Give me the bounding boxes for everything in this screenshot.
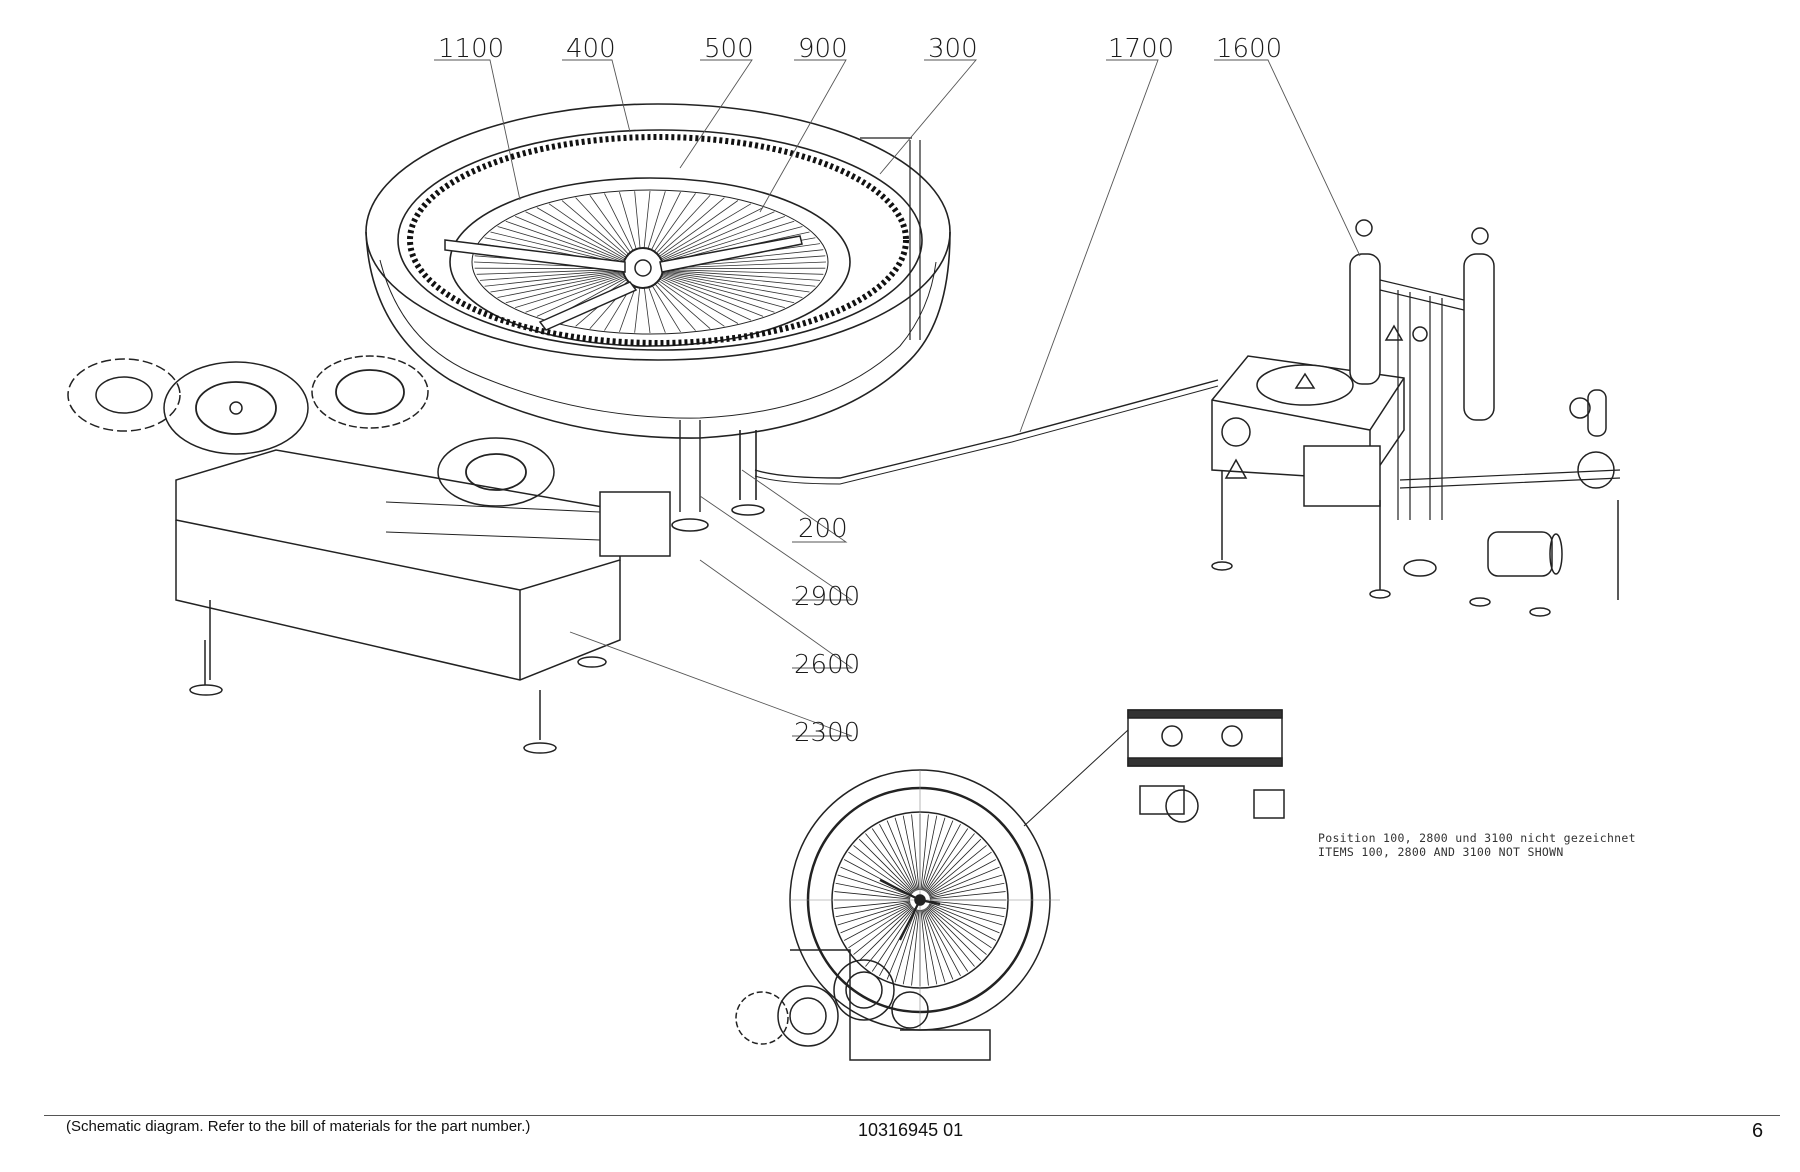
- footer-caption: (Schematic diagram. Refer to the bill of…: [66, 1118, 531, 1135]
- pump-pipework: [1399, 469, 1621, 489]
- pump: [1487, 531, 1553, 577]
- pressure-tank-left: [1349, 253, 1381, 385]
- bowl-skirt: [365, 231, 951, 439]
- pressure-tank-right: [1463, 253, 1495, 421]
- callout-1700: 1700: [1108, 34, 1174, 64]
- callout-300: 300: [928, 34, 978, 64]
- top-view-diagram: [735, 709, 1285, 1061]
- warning-sign-triangle: [1224, 458, 1248, 479]
- callout-2600: 2600: [794, 650, 860, 680]
- callout-1100: 1100: [438, 34, 504, 64]
- bowl-inner-rim: [397, 129, 923, 351]
- connecting-pipe: [754, 379, 1219, 479]
- starwheel-3: [311, 355, 429, 429]
- note-english: ITEMS 100, 2800 AND 3100 NOT SHOWN: [1318, 845, 1564, 859]
- bowl-outer-rim: [365, 103, 951, 361]
- starwheel-assembly: [67, 355, 671, 754]
- control-box: [1303, 445, 1381, 507]
- leader-lines: [434, 59, 1361, 737]
- drive-unit: [599, 491, 671, 557]
- arm-down: [538, 281, 638, 331]
- arm-right: [659, 235, 803, 273]
- arm-left: [444, 239, 626, 273]
- pipe: [909, 140, 921, 340]
- callout-2900: 2900: [794, 582, 860, 612]
- callouts: 1100 400 500 900 300 1700 1600 200 2900 …: [438, 34, 1282, 748]
- starwheel-2: [163, 361, 309, 455]
- tank-lid: [1256, 364, 1354, 406]
- note-german: Position 100, 2800 und 3100 nicht gezeic…: [1318, 831, 1636, 845]
- document-number: 10316945 01: [858, 1120, 964, 1140]
- main-machine-isometric: [365, 103, 951, 532]
- callout-200: 200: [798, 514, 848, 544]
- callout-2300: 2300: [794, 718, 860, 748]
- warning-sign-person: [1221, 417, 1251, 447]
- supply-unit: [1211, 219, 1621, 617]
- footer-rule: [44, 1115, 1780, 1116]
- starwheel-1: [67, 358, 181, 432]
- callout-400: 400: [566, 34, 616, 64]
- rotary-table: [449, 177, 851, 347]
- callout-1600: 1600: [1216, 34, 1282, 64]
- page-number: 6: [1752, 1120, 1764, 1142]
- callout-500: 500: [704, 34, 754, 64]
- support-column: [679, 420, 701, 512]
- callout-900: 900: [798, 34, 848, 64]
- starwheel-4: [437, 437, 555, 507]
